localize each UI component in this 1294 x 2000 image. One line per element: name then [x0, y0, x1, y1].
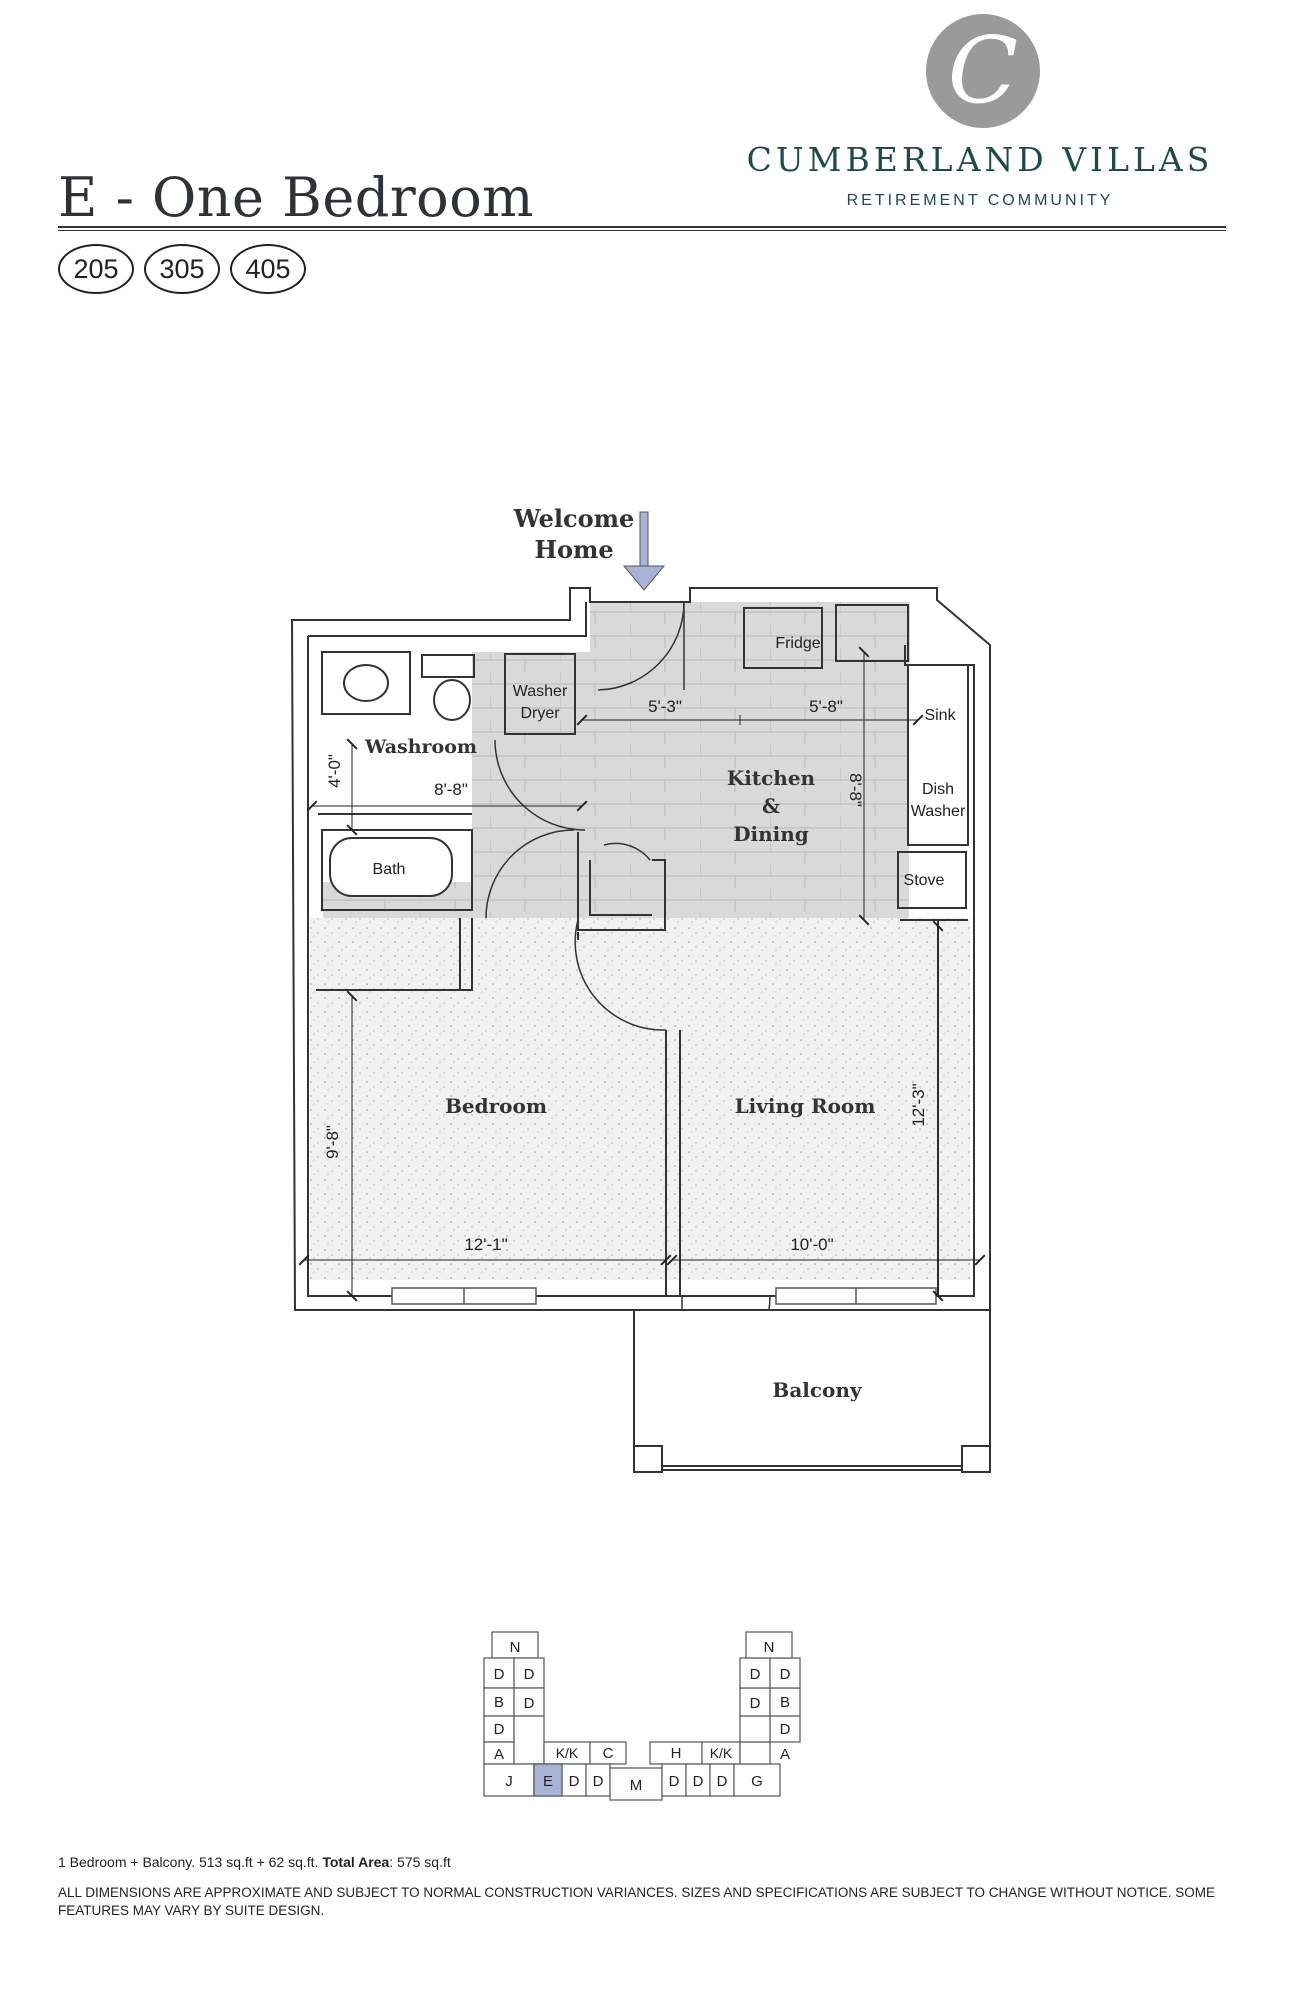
svg-text:B: B	[494, 1694, 504, 1711]
fixture-label-stove: Stove	[904, 872, 945, 889]
svg-text:A: A	[494, 1746, 504, 1763]
tile-floor-entry	[590, 602, 910, 662]
fixture-label-dishwasher-1: Dish	[922, 781, 954, 798]
svg-text:B: B	[780, 1694, 790, 1711]
bath-fixtures	[329, 664, 471, 897]
bathtub	[329, 837, 453, 897]
unit-badge: 205	[58, 244, 134, 294]
total-area-value: : 575 sq.ft	[389, 1854, 451, 1870]
svg-text:E: E	[543, 1773, 553, 1790]
carpet-floor	[310, 918, 970, 1280]
svg-text:D: D	[494, 1666, 505, 1683]
svg-text:D: D	[494, 1721, 505, 1738]
dimension-kitchen-left: 5'-3"	[648, 697, 682, 716]
title-rule	[58, 226, 1226, 228]
dimension-living-width: 10'-0"	[790, 1235, 833, 1254]
area-text: 1 Bedroom + Balcony. 513 sq.ft + 62 sq.f…	[58, 1854, 319, 1870]
entry-arrow-icon	[622, 511, 666, 591]
svg-text:H: H	[671, 1745, 682, 1762]
dimension-washroom-depth: 4'-0"	[325, 754, 344, 788]
toilet-bowl	[433, 679, 471, 721]
svg-text:M: M	[630, 1777, 643, 1794]
dimension-kitchen-depth: 8'-8"	[846, 773, 865, 807]
brand-name: CUMBERLAND VILLAS	[746, 140, 1214, 179]
unit-number-list: 205 305 405	[58, 244, 306, 294]
room-label-balcony: Balcony	[772, 1378, 863, 1402]
floor-plan: Welcome Home Washroom Kitchen & Dining B…	[290, 504, 991, 1473]
svg-text:G: G	[751, 1773, 763, 1790]
svg-text:D: D	[750, 1666, 761, 1683]
entry-label-2: Home	[534, 535, 613, 564]
fixture-label-dishwasher-2: Washer	[911, 803, 966, 820]
svg-text:J: J	[505, 1773, 513, 1790]
room-label-kitchen-3: Dining	[733, 822, 809, 846]
area-summary: 1 Bedroom + Balcony. 513 sq.ft + 62 sq.f…	[58, 1854, 451, 1870]
fixture-label-washer-2: Dryer	[520, 705, 560, 722]
svg-text:D: D	[669, 1773, 680, 1790]
total-area-label: Total Area	[322, 1854, 390, 1870]
svg-text:D: D	[524, 1695, 535, 1712]
svg-text:K/K: K/K	[710, 1745, 733, 1761]
svg-text:N: N	[510, 1639, 521, 1656]
fixture-label-washer-1: Washer	[513, 683, 568, 700]
room-label-kitchen-1: Kitchen	[727, 766, 816, 790]
room-label-bedroom: Bedroom	[445, 1094, 547, 1118]
logo-letter: C	[947, 17, 1019, 124]
fixture-label-bath: Bath	[373, 861, 406, 878]
dimension-bedroom-depth: 9'-8"	[323, 1125, 342, 1159]
logo-mark	[926, 14, 1040, 128]
page-title: E - One Bedroom	[58, 166, 534, 229]
fixture-label-fridge: Fridge	[775, 635, 820, 652]
svg-text:D: D	[524, 1666, 535, 1683]
svg-text:D: D	[717, 1773, 728, 1790]
svg-text:K/K: K/K	[556, 1745, 579, 1761]
entry-label-1: Welcome	[513, 504, 635, 533]
room-label-kitchen-2: &	[762, 794, 780, 818]
dimension-living-depth: 12'-3"	[909, 1083, 928, 1126]
unit-badge: 405	[230, 244, 306, 294]
svg-text:N: N	[764, 1639, 775, 1656]
key-plan-labels: N N D D D B D A K/K C H K/K D D D B D A …	[494, 1639, 791, 1794]
room-label-living-room: Living Room	[735, 1094, 876, 1118]
dimension-kitchen-right: 5'-8"	[809, 697, 843, 716]
svg-text:C: C	[603, 1745, 614, 1762]
svg-text:D: D	[750, 1695, 761, 1712]
room-label-washroom: Washroom	[364, 736, 477, 758]
key-plan-outline	[483, 1631, 801, 1801]
svg-text:D: D	[693, 1773, 704, 1790]
svg-text:A: A	[780, 1746, 790, 1763]
brand-tagline: RETIREMENT COMMUNITY	[846, 192, 1114, 209]
dimension-lines	[298, 646, 986, 1302]
balcony-outline	[633, 1309, 991, 1473]
building-key-plan: N N D D D B D A K/K C H K/K D D D B D A …	[483, 1631, 801, 1801]
fixture-label-sink: Sink	[924, 707, 956, 724]
svg-text:D: D	[780, 1721, 791, 1738]
unit-badge: 305	[144, 244, 220, 294]
svg-text:D: D	[593, 1773, 604, 1790]
dimension-washroom-width: 8'-8"	[434, 780, 468, 799]
dimension-bedroom-width: 12'-1"	[464, 1235, 507, 1254]
svg-text:D: D	[780, 1666, 791, 1683]
svg-text:D: D	[569, 1773, 580, 1790]
sink-basin	[343, 664, 389, 702]
windows	[391, 1287, 937, 1305]
title-rule-thin	[58, 230, 1226, 231]
disclaimer: ALL DIMENSIONS ARE APPROXIMATE AND SUBJE…	[58, 1885, 1215, 1918]
key-plan-highlight-unit-e	[533, 1763, 563, 1797]
